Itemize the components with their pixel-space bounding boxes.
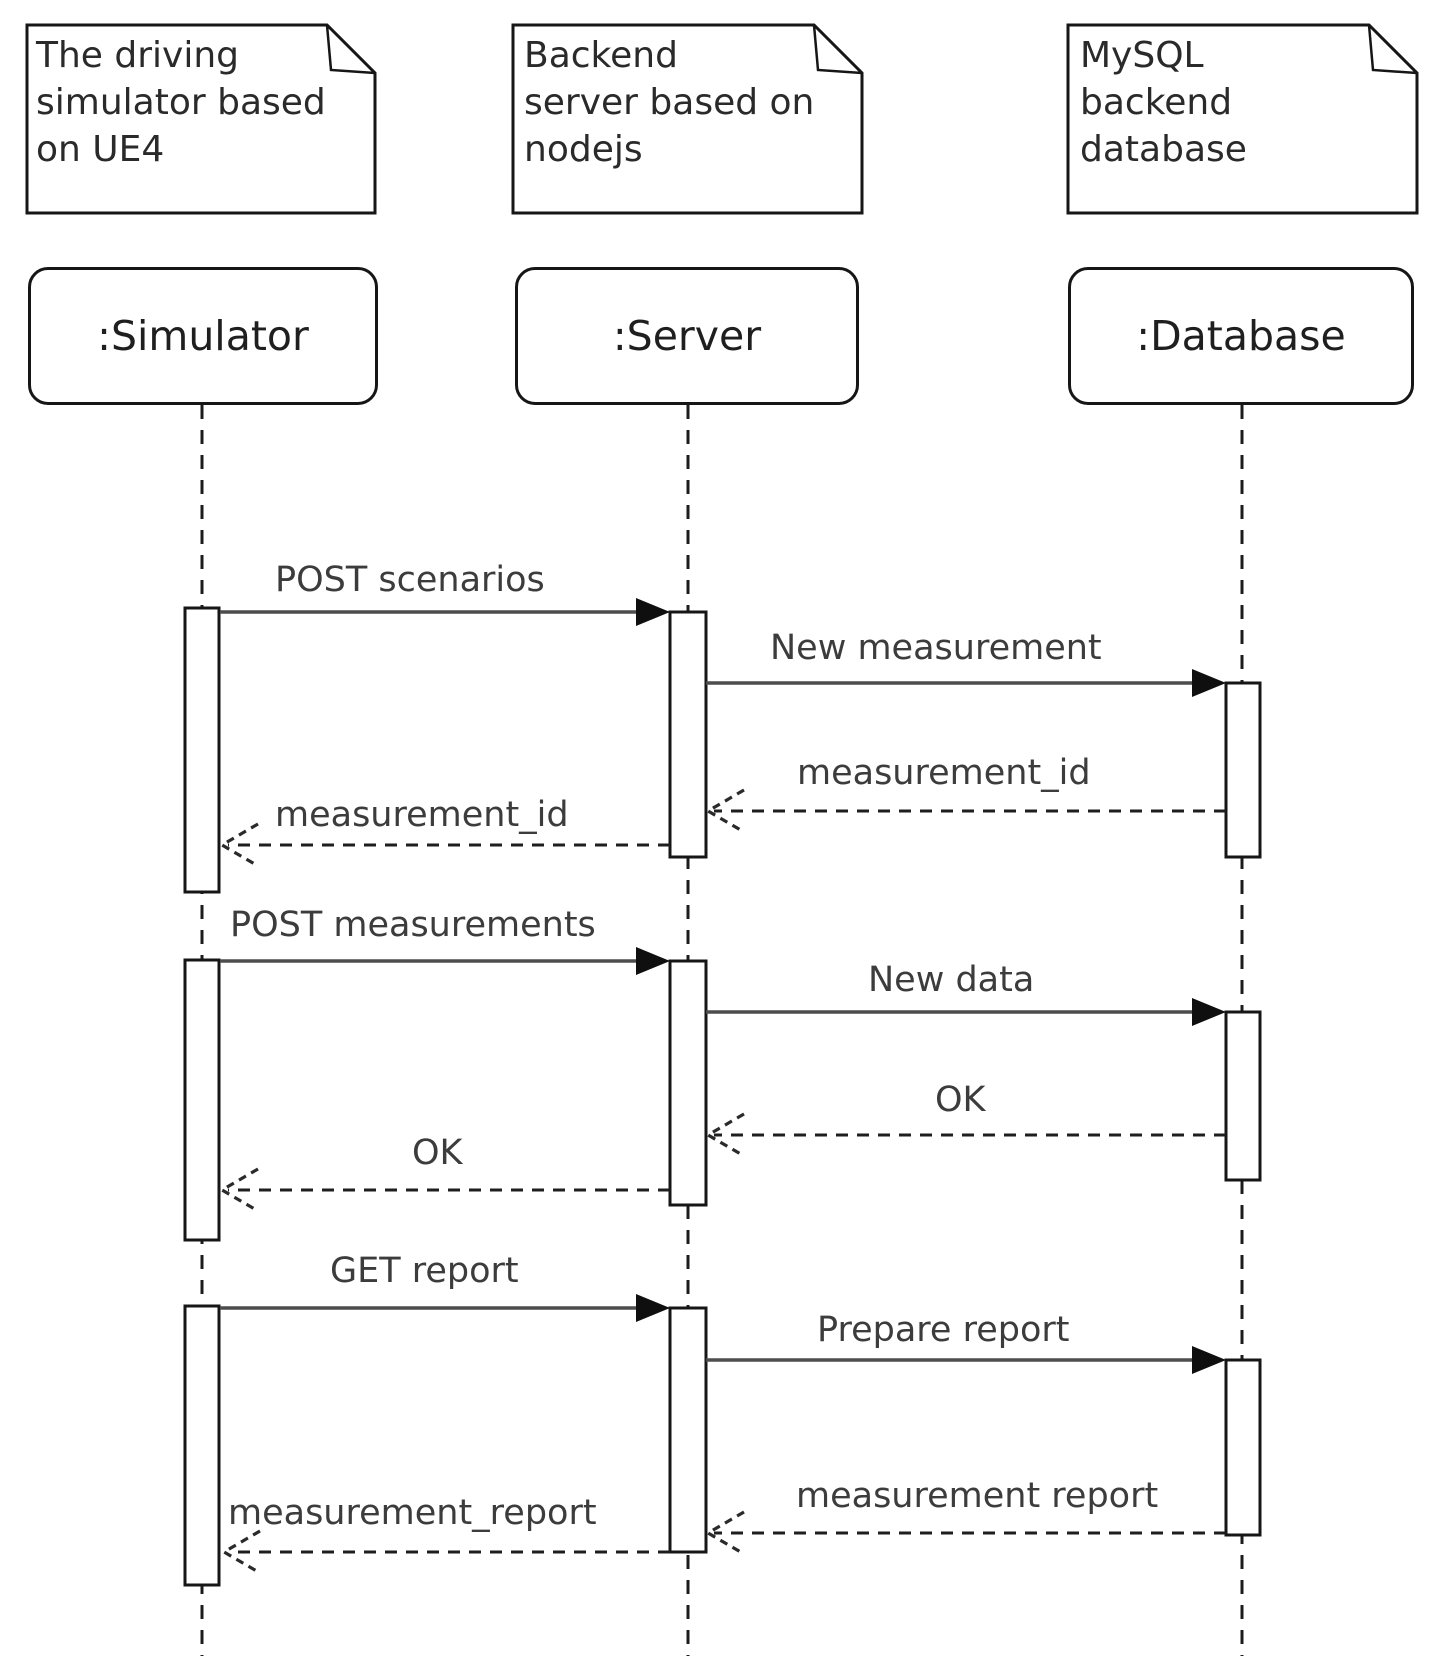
arrow-new-data (706, 998, 1226, 1026)
message-label-measurement-id-left: measurement_id (275, 795, 569, 835)
message-label-ok-left: OK (412, 1133, 463, 1173)
message-label-post-measurements: POST measurements (230, 905, 596, 945)
message-label-measurement-report-right: measurement report (796, 1476, 1159, 1516)
activation-bar-server-3 (668, 1306, 708, 1554)
message-label-measurement-id-right: measurement_id (797, 753, 1091, 793)
message-label-post-scenarios: POST scenarios (275, 560, 545, 600)
lifeline-head-server: :Server (515, 267, 859, 405)
note-text-simulator: The driving simulator based on UE4 (36, 35, 326, 170)
message-label-measurement-report-left: measurement_report (228, 1493, 597, 1533)
arrow-ok-db-server (704, 1112, 1226, 1158)
lifeline-head-simulator: :Simulator (28, 267, 378, 405)
message-label-get-report: GET report (330, 1251, 519, 1291)
activation-bar-database-2 (1224, 1010, 1262, 1182)
message-label-new-data: New data (868, 960, 1035, 1000)
arrowhead-icon (636, 598, 670, 626)
note-shape-database (1066, 23, 1419, 215)
message-label-prepare-report: Prepare report (817, 1310, 1070, 1350)
lifeline-head-label: :Server (612, 312, 762, 360)
arrowhead-icon (1192, 669, 1226, 697)
note-shape-simulator (25, 23, 377, 215)
activation-bar-database-1 (1224, 681, 1262, 859)
arrowhead-icon (636, 947, 670, 975)
note-outline-server (511, 23, 864, 215)
arrow-measurement-report-server-sim (220, 1529, 670, 1575)
activation-bar-simulator-1 (183, 606, 221, 894)
arrowhead-icon (1192, 1346, 1226, 1374)
note-text-database: MySQL backend database (1080, 35, 1247, 170)
arrow-prepare-report (706, 1346, 1226, 1374)
note-outline-database (1066, 23, 1419, 215)
note-text-server: Backend server based on nodejs (524, 35, 815, 170)
message-label-ok-right: OK (935, 1080, 986, 1120)
arrow-post-measurements (220, 947, 670, 975)
lifeline-head-database: :Database (1068, 267, 1414, 405)
note-shape-server (511, 23, 864, 215)
lifeline-head-label: :Simulator (97, 312, 309, 360)
arrow-new-measurement (706, 669, 1226, 697)
arrow-measurement-id-server-sim (218, 822, 670, 868)
note-fold-icon (1367, 24, 1418, 75)
note-outline-simulator (25, 23, 377, 215)
activation-bar-database-3 (1224, 1358, 1262, 1537)
arrow-measurement-report-db-server (704, 1510, 1226, 1556)
arrow-get-report (220, 1294, 670, 1322)
activation-bar-server-2 (668, 959, 708, 1207)
activation-bar-server-1 (668, 610, 708, 859)
arrow-measurement-id-db-server (704, 788, 1226, 834)
note-fold-icon (325, 24, 376, 75)
arrow-ok-server-sim (218, 1167, 670, 1213)
lifeline-head-label: :Database (1136, 312, 1346, 360)
activation-bar-simulator-2 (183, 958, 221, 1242)
arrowhead-icon (636, 1294, 670, 1322)
note-fold-icon (812, 24, 863, 75)
arrow-post-scenarios (220, 598, 670, 626)
message-label-new-measurement: New measurement (770, 628, 1102, 668)
activation-bar-simulator-3 (183, 1304, 221, 1587)
arrowhead-icon (1192, 998, 1226, 1026)
